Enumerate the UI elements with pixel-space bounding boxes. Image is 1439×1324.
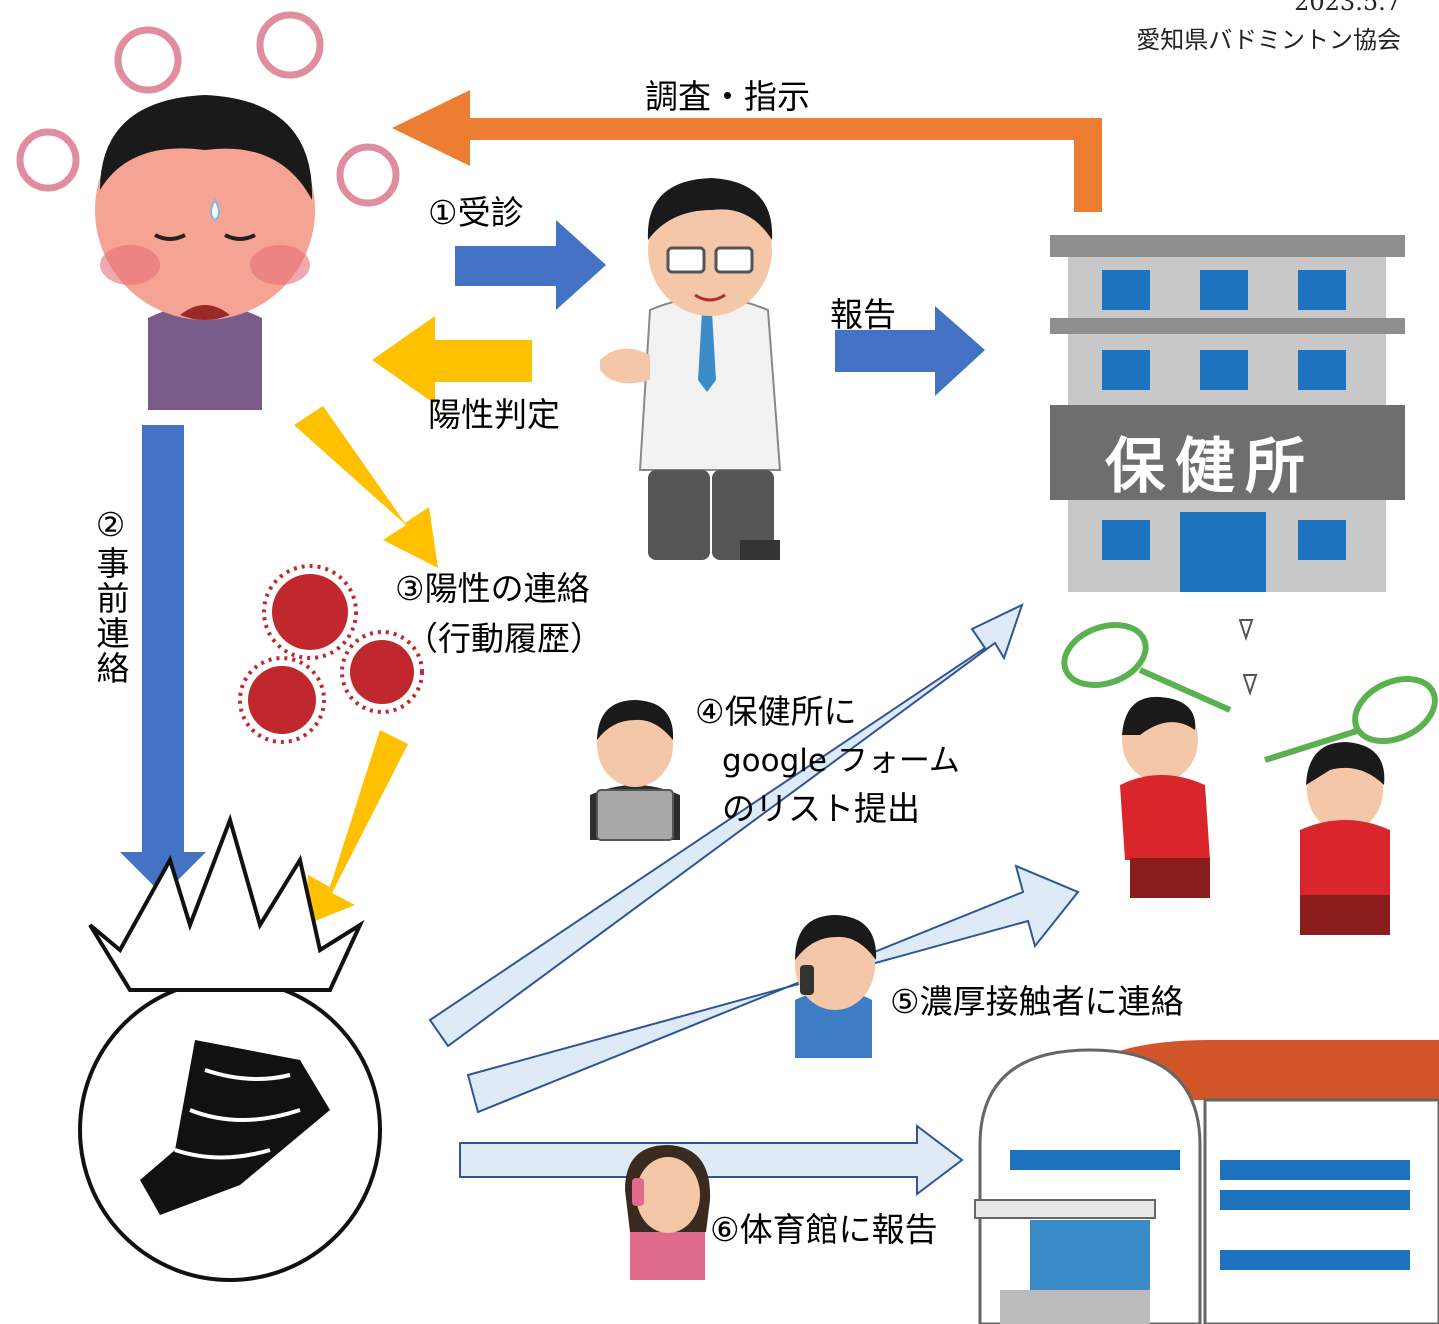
consult-arrow bbox=[455, 220, 606, 310]
close-contact-arrow bbox=[466, 864, 1080, 1114]
sick-person-icon bbox=[95, 95, 315, 410]
form-submit-label-line3: のリスト提出 bbox=[722, 789, 920, 828]
doctor-icon bbox=[600, 178, 782, 560]
form-submit-arrow bbox=[428, 603, 1024, 1048]
gym-report-label: ⑥体育館に報告 bbox=[710, 1210, 938, 1249]
phone-woman-icon bbox=[625, 1145, 711, 1280]
office-worker-icon bbox=[590, 700, 680, 841]
close-contact-label: ⑤濃厚接触者に連絡 bbox=[890, 982, 1184, 1021]
virus-icon bbox=[248, 574, 414, 734]
positive-contact-label-line1: ③陽性の連絡 bbox=[395, 569, 590, 608]
investigation-arrow bbox=[392, 90, 1102, 212]
heat-cloud-icon bbox=[16, 11, 400, 207]
organization-label: 愛知県バドミントン協会 bbox=[1136, 26, 1401, 54]
positive-result-label: 陽性判定 bbox=[428, 395, 560, 434]
positive-contact-label-line2: （行動履歴） bbox=[405, 619, 603, 658]
health-center-sign: 保健所 bbox=[1105, 432, 1315, 502]
form-submit-label-line2: google フォーム bbox=[722, 743, 960, 779]
prior-contact-arrow bbox=[120, 425, 206, 895]
investigation-label: 調査・指示 bbox=[645, 77, 810, 116]
date-label: 2023.5.7 bbox=[1294, 0, 1401, 16]
badminton-players-icon bbox=[1061, 619, 1438, 935]
positive-contact-arrow-2 bbox=[305, 730, 408, 925]
association-logo-icon bbox=[78, 813, 382, 1282]
health-center-building-icon bbox=[1050, 235, 1405, 592]
report-label: 報告 bbox=[830, 295, 896, 334]
prior-contact-label: ②事前連絡 bbox=[91, 505, 130, 686]
positive-result-arrow bbox=[372, 316, 532, 404]
form-submit-label-line1: ④保健所に bbox=[695, 692, 857, 731]
positive-contact-arrow-1 bbox=[294, 406, 438, 568]
consult-label: ①受診 bbox=[428, 193, 524, 232]
report-arrow bbox=[835, 306, 985, 396]
gym-report-arrow bbox=[459, 1123, 964, 1197]
phone-man-icon bbox=[795, 915, 877, 1058]
gymnasium-icon bbox=[974, 1040, 1439, 1324]
